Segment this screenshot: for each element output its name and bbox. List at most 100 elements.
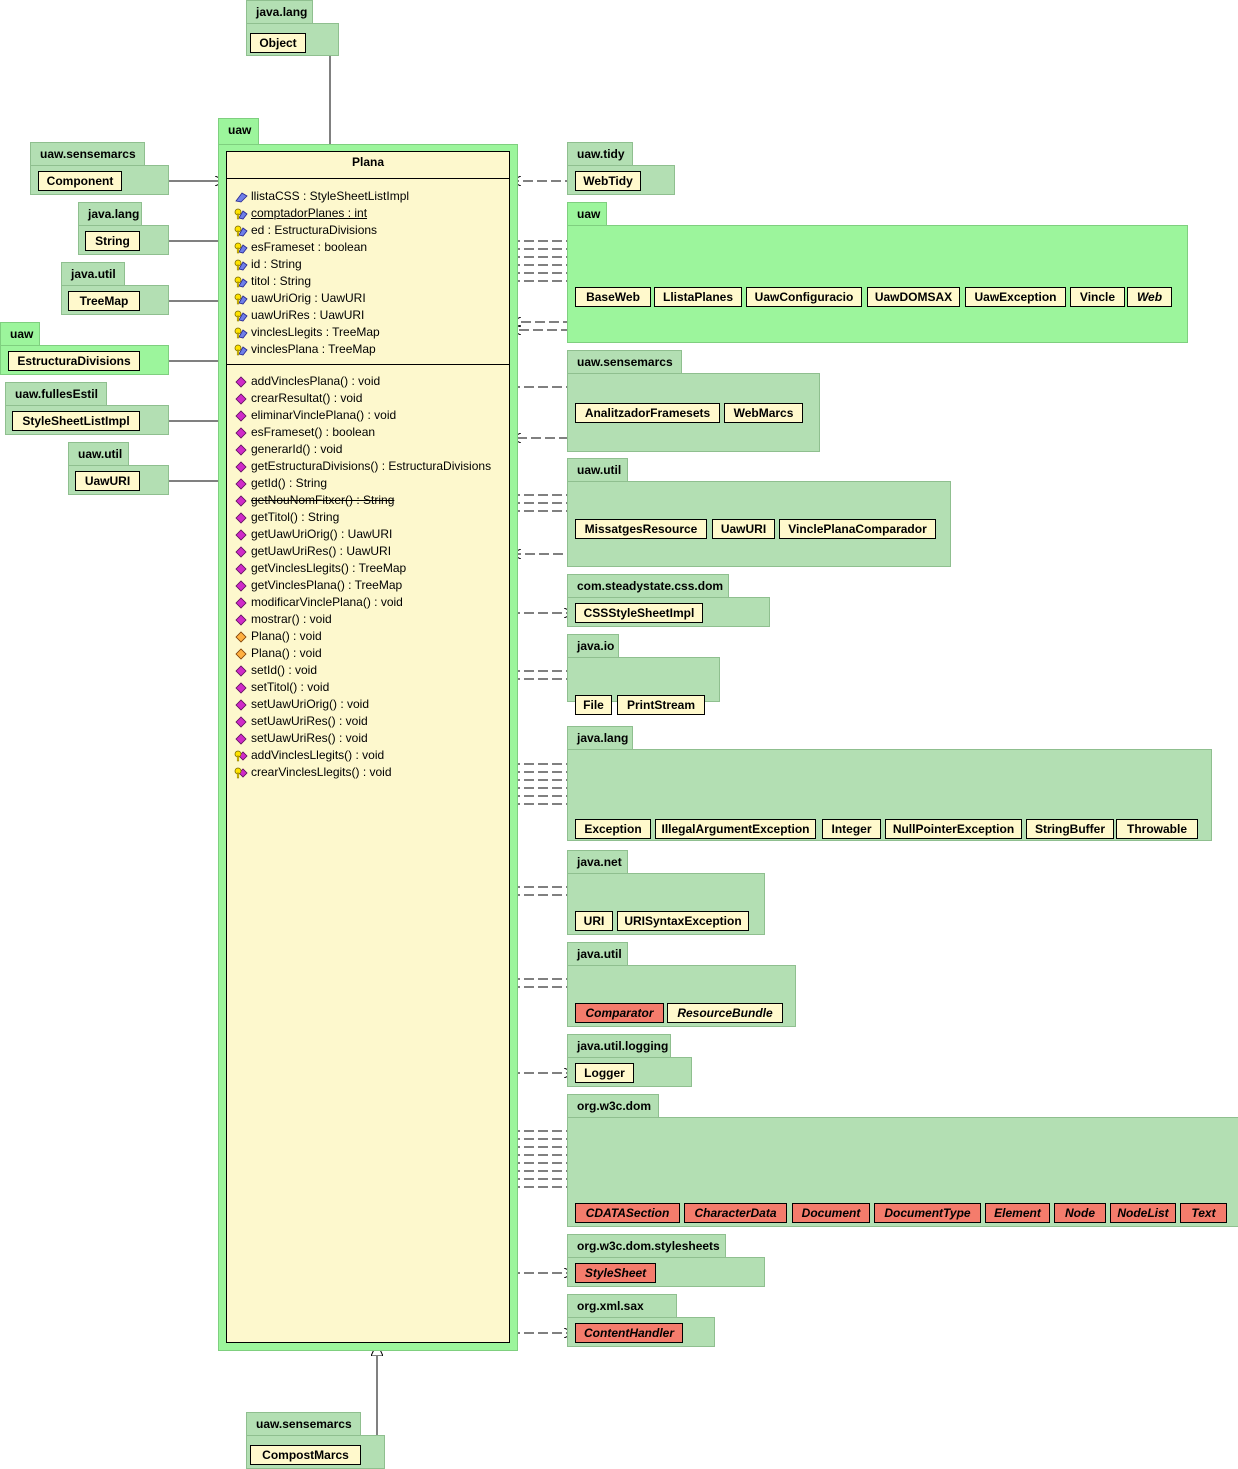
method-row[interactable]: Plana() : void bbox=[227, 645, 509, 662]
class-resourcebundle[interactable]: ResourceBundle bbox=[667, 1003, 783, 1023]
class-stylesheet[interactable]: StyleSheet bbox=[575, 1263, 656, 1283]
class-uawconfiguracio[interactable]: UawConfiguracio bbox=[746, 287, 862, 307]
class-webmarcs[interactable]: WebMarcs bbox=[724, 403, 803, 423]
key-field-icon bbox=[234, 225, 248, 237]
class-logger[interactable]: Logger bbox=[575, 1063, 634, 1083]
method-row[interactable]: addVinclesLlegits() : void bbox=[227, 747, 509, 764]
attribute-row[interactable]: llistaCSS : StyleSheetListImpl bbox=[227, 188, 509, 205]
class-baseweb[interactable]: BaseWeb bbox=[575, 287, 651, 307]
method-text: eliminarVinclePlana() : void bbox=[251, 408, 397, 422]
method-icon bbox=[235, 716, 247, 728]
method-row[interactable]: getVinclesLlegits() : TreeMap bbox=[227, 560, 509, 577]
attribute-row[interactable]: uawUriRes : UawURI bbox=[227, 307, 509, 324]
class-vincle[interactable]: Vincle bbox=[1070, 287, 1125, 307]
class-compostmarcs[interactable]: CompostMarcs bbox=[250, 1445, 361, 1465]
class-web[interactable]: Web bbox=[1127, 287, 1172, 307]
package-name: java.util bbox=[71, 267, 116, 281]
method-row[interactable]: setUawUriRes() : void bbox=[227, 730, 509, 747]
class-node[interactable]: Node bbox=[1054, 1203, 1106, 1223]
method-row[interactable]: setUawUriOrig() : void bbox=[227, 696, 509, 713]
attribute-text: llistaCSS : StyleSheetListImpl bbox=[251, 189, 410, 203]
class-file[interactable]: File bbox=[575, 695, 612, 715]
package-name: uaw.util bbox=[78, 447, 123, 461]
class-analitzadorframesets[interactable]: AnalitzadorFramesets bbox=[575, 403, 720, 423]
method-row[interactable]: getVinclesPlana() : TreeMap bbox=[227, 577, 509, 594]
class-comparator[interactable]: Comparator bbox=[575, 1003, 664, 1023]
class-exception[interactable]: Exception bbox=[575, 819, 651, 839]
method-text: getId() : String bbox=[251, 476, 328, 490]
method-row[interactable]: getEstructuraDivisions() : EstructuraDiv… bbox=[227, 458, 509, 475]
class-element[interactable]: Element bbox=[985, 1203, 1050, 1223]
class-integer[interactable]: Integer bbox=[822, 819, 881, 839]
class-documenttype[interactable]: DocumentType bbox=[874, 1203, 981, 1223]
method-row[interactable]: esFrameset() : boolean bbox=[227, 424, 509, 441]
class-uawuri[interactable]: UawURI bbox=[712, 519, 775, 539]
class-estructuradivisions[interactable]: EstructuraDivisions bbox=[8, 351, 140, 371]
class-vincleplanacomparador[interactable]: VinclePlanaComparador bbox=[779, 519, 936, 539]
attribute-row[interactable]: id : String bbox=[227, 256, 509, 273]
package-name: java.util bbox=[577, 947, 622, 961]
method-row[interactable]: getTitol() : String bbox=[227, 509, 509, 526]
attribute-text: vinclesLlegits : TreeMap bbox=[251, 325, 380, 339]
class-illegalargumentexception[interactable]: IllegalArgumentException bbox=[655, 819, 816, 839]
class-printstream[interactable]: PrintStream bbox=[617, 695, 705, 715]
class-uawdomsax[interactable]: UawDOMSAX bbox=[867, 287, 960, 307]
method-row[interactable]: Plana() : void bbox=[227, 628, 509, 645]
class-component[interactable]: Component bbox=[38, 171, 122, 191]
package-tab: org.xml.sax bbox=[567, 1294, 677, 1318]
package-tab: uaw.sensemarcs bbox=[567, 350, 682, 374]
class-object[interactable]: Object bbox=[250, 33, 306, 53]
method-row[interactable]: setUawUriRes() : void bbox=[227, 713, 509, 730]
class-uawuri[interactable]: UawURI bbox=[75, 471, 140, 491]
class-stringbuffer[interactable]: StringBuffer bbox=[1026, 819, 1114, 839]
class-text[interactable]: Text bbox=[1180, 1203, 1227, 1223]
connector bbox=[306, 43, 331, 151]
attribute-row[interactable]: uawUriOrig : UawURI bbox=[227, 290, 509, 307]
class-cdatasection[interactable]: CDATASection bbox=[575, 1203, 680, 1223]
method-row[interactable]: getId() : String bbox=[227, 475, 509, 492]
method-row[interactable]: setTitol() : void bbox=[227, 679, 509, 696]
class-throwable[interactable]: Throwable bbox=[1116, 819, 1198, 839]
class-nodelist[interactable]: NodeList bbox=[1110, 1203, 1176, 1223]
method-row[interactable]: addVinclesPlana() : void bbox=[227, 373, 509, 390]
method-row[interactable]: modificarVinclePlana() : void bbox=[227, 594, 509, 611]
class-nullpointerexception[interactable]: NullPointerException bbox=[885, 819, 1022, 839]
method-icon bbox=[235, 427, 247, 439]
package-tab: uaw.fullesEstil bbox=[5, 382, 107, 406]
class-llistaplanes[interactable]: LlistaPlanes bbox=[654, 287, 742, 307]
class-document[interactable]: Document bbox=[792, 1203, 870, 1223]
attribute-row[interactable]: esFrameset : boolean bbox=[227, 239, 509, 256]
class-contenthandler[interactable]: ContentHandler bbox=[575, 1323, 683, 1343]
method-row[interactable]: generarId() : void bbox=[227, 441, 509, 458]
method-row[interactable]: crearResultat() : void bbox=[227, 390, 509, 407]
class-string[interactable]: String bbox=[85, 231, 140, 251]
attribute-row[interactable]: vinclesPlana : TreeMap bbox=[227, 341, 509, 358]
class-stylesheetlistimpl[interactable]: StyleSheetListImpl bbox=[12, 411, 140, 431]
class-treemap[interactable]: TreeMap bbox=[68, 291, 140, 311]
attribute-row[interactable]: ed : EstructuraDivisions bbox=[227, 222, 509, 239]
method-row[interactable]: getUawUriRes() : UawURI bbox=[227, 543, 509, 560]
method-row[interactable]: setId() : void bbox=[227, 662, 509, 679]
method-text: getTitol() : String bbox=[251, 510, 340, 524]
class-cssstylesheetimpl[interactable]: CSSStyleSheetImpl bbox=[575, 603, 703, 623]
class-webtidy[interactable]: WebTidy bbox=[575, 171, 641, 191]
class-urisyntaxexception[interactable]: URISyntaxException bbox=[617, 911, 749, 931]
class-characterdata[interactable]: CharacterData bbox=[684, 1203, 787, 1223]
class-uri[interactable]: URI bbox=[575, 911, 613, 931]
method-row[interactable]: getUawUriOrig() : UawURI bbox=[227, 526, 509, 543]
attribute-row[interactable]: vinclesLlegits : TreeMap bbox=[227, 324, 509, 341]
class-missatgesresource[interactable]: MissatgesResource bbox=[575, 519, 707, 539]
attribute-text: comptadorPlanes : int bbox=[251, 206, 368, 220]
method-row[interactable]: crearVinclesLlegits() : void bbox=[227, 764, 509, 781]
key-method-icon bbox=[234, 767, 248, 779]
method-row[interactable]: getNouNomFitxer() : String bbox=[227, 492, 509, 509]
package-name: org.xml.sax bbox=[577, 1299, 644, 1313]
package-tab-uaw-main: uaw bbox=[218, 118, 259, 145]
method-row[interactable]: eliminarVinclePlana() : void bbox=[227, 407, 509, 424]
package-name: uaw.sensemarcs bbox=[577, 355, 673, 369]
method-row[interactable]: mostrar() : void bbox=[227, 611, 509, 628]
class-uawexception[interactable]: UawException bbox=[965, 287, 1066, 307]
attribute-row[interactable]: titol : String bbox=[227, 273, 509, 290]
attribute-row[interactable]: comptadorPlanes : int bbox=[227, 205, 509, 222]
